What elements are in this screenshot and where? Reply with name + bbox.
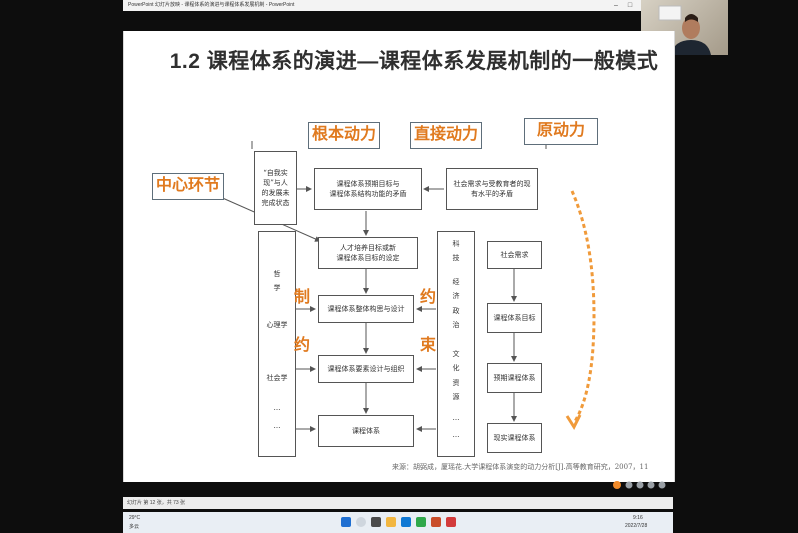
right-col-3: 济 (452, 292, 460, 300)
maximize-icon[interactable]: □ (627, 2, 633, 9)
social-need-box: 社会需求 (487, 241, 542, 269)
left-constraint-column (258, 231, 296, 457)
course-system-box: 课程体系 (318, 415, 414, 447)
left-col-ellipsis-2: … (273, 422, 281, 430)
contradiction-line-1: 课程体系预期目标与 (336, 180, 400, 188)
label-direct-motive: 直接动力 (410, 122, 482, 149)
overall-design-box: 课程体系整体构思与设计 (318, 295, 414, 323)
self-line-3: 的发展未 (261, 189, 290, 197)
slide-title: 1.2 课程体系的演进—课程体系发展机制的一般模式 (169, 50, 659, 73)
self-line-1: “自我实 (263, 169, 288, 177)
slideshow-controls[interactable] (612, 480, 674, 490)
right-col-11: … (452, 431, 460, 439)
right-col-10: … (452, 414, 460, 422)
status-bar: 幻灯片 第 12 张，共 73 张 (123, 497, 673, 509)
constraint-char-yue-2: 约 (420, 289, 437, 306)
slide-canvas: 1.2 课程体系的演进—课程体系发展机制的一般模式 (123, 31, 675, 489)
left-col-psychology: 心理学 (266, 321, 288, 329)
real-system-box: 现实课程体系 (487, 423, 542, 453)
self-realization-box: “自我实 现”与人 的发展未 完成状态 (254, 151, 297, 225)
powerpoint-icon[interactable] (431, 517, 441, 527)
contradiction-box: 课程体系预期目标与 课程体系结构功能的矛盾 (314, 168, 422, 210)
minimize-icon[interactable]: – (614, 2, 618, 9)
app-icon[interactable] (446, 517, 456, 527)
wechat-icon[interactable] (416, 517, 426, 527)
constraint-char-shu: 束 (420, 337, 437, 354)
right-col-5: 治 (452, 321, 460, 329)
right-col-8: 资 (452, 379, 460, 387)
system-target-box: 课程体系目标 (487, 303, 542, 333)
weather-desc: 多云 (129, 524, 140, 530)
right-col-7: 化 (452, 364, 460, 372)
social-line-2: 有水平的矛盾 (471, 190, 513, 198)
left-col-sociology: 社会学 (266, 374, 288, 382)
window-title: PowerPoint 幻灯片放映 - 课程体系的演进与课程体系发展机制 - Po… (128, 2, 295, 8)
source-citation: 来源：胡弼成，厦瑶花.大学课程体系演变的动力分析[J].高等教育研究，2007，… (392, 463, 649, 471)
talent-line-1: 人才培养目标或新 (340, 244, 396, 252)
element-design-box: 课程体系要素设计与组织 (318, 355, 414, 383)
edge-icon[interactable] (401, 517, 411, 527)
constraint-char-zhi: 制 (294, 289, 311, 306)
talent-line-2: 课程体系目标的设定 (336, 254, 400, 262)
presenter-video-icon (658, 5, 711, 55)
explorer-icon[interactable] (386, 517, 396, 527)
right-col-4: 政 (452, 307, 460, 315)
label-root-motive: 根本动力 (308, 122, 380, 149)
right-constraint-column (437, 231, 475, 457)
right-col-0: 科 (452, 240, 460, 248)
expected-system-box: 预期课程体系 (487, 363, 542, 393)
right-col-1: 技 (452, 254, 460, 262)
weather-temp: 29°C (129, 515, 141, 521)
left-col-ellipsis-1: … (273, 404, 281, 412)
self-line-4: 完成状态 (261, 199, 290, 207)
social-contradiction-box: 社会需求与受教育者的现 有水平的矛盾 (446, 168, 538, 210)
task-view-icon[interactable] (371, 517, 381, 527)
window-titlebar: PowerPoint 幻灯片放映 - 课程体系的演进与课程体系发展机制 - Po… (123, 0, 670, 11)
left-col-zhe: 哲 (273, 270, 281, 278)
constraint-char-yue: 约 (294, 337, 311, 354)
social-line-1: 社会需求与受教育者的现 (453, 180, 531, 188)
label-center-link: 中心环节 (152, 173, 224, 200)
clock-time: 9:16 (633, 515, 643, 521)
right-col-9: 源 (452, 393, 460, 401)
clock-date: 2022/7/28 (625, 523, 648, 529)
label-original-motive: 原动力 (524, 118, 598, 145)
talent-target-box: 人才培养目标或新 课程体系目标的设定 (318, 237, 418, 269)
contradiction-line-2: 课程体系结构功能的矛盾 (329, 190, 407, 198)
right-col-2: 经 (452, 278, 460, 286)
taskbar: 29°C 多云 9:16 2022/7/28 (123, 512, 673, 533)
left-col-xue: 学 (273, 284, 281, 292)
status-text: 幻灯片 第 12 张，共 73 张 (127, 500, 186, 506)
start-icon[interactable] (341, 517, 351, 527)
search-icon[interactable] (356, 517, 366, 527)
right-col-6: 文 (452, 350, 460, 358)
self-line-2: 现”与人 (263, 179, 288, 187)
